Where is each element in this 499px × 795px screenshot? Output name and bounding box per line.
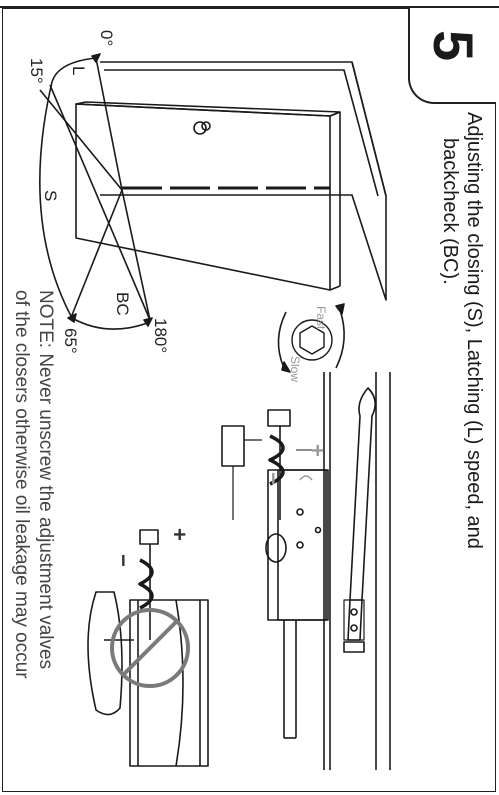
plus-minus-upper <box>299 475 313 481</box>
valve-close-up <box>87 529 209 767</box>
angle-180-label: 180° <box>151 318 170 354</box>
door-frame <box>100 61 387 301</box>
plus-lower-label: + <box>167 528 192 541</box>
angle-65-label: 65° <box>61 328 80 354</box>
zone-bc-label: BC <box>113 292 132 316</box>
swing-diagram <box>39 53 153 330</box>
prohibited-icon <box>110 608 190 688</box>
minus-lower-label: − <box>111 554 136 567</box>
fast-label: Fast <box>314 306 328 330</box>
screwdriver <box>221 425 262 520</box>
angle-15-label: 15° <box>27 58 46 84</box>
plus-upper-label: + <box>305 444 330 457</box>
minus-upper-label: − <box>261 472 286 485</box>
slow-label: Slow <box>288 356 302 383</box>
allen-key <box>267 409 318 520</box>
zone-l-label: L <box>69 66 88 76</box>
step-number-box <box>408 8 496 104</box>
closer-arm <box>343 387 376 653</box>
angle-0-label: 0° <box>97 30 116 47</box>
top-rule <box>0 6 499 8</box>
door-leaf <box>75 101 341 291</box>
door-handle <box>193 121 211 135</box>
zone-s-label: S <box>41 190 60 202</box>
adjust-valve-icon <box>277 303 345 373</box>
closer-body <box>265 372 391 770</box>
